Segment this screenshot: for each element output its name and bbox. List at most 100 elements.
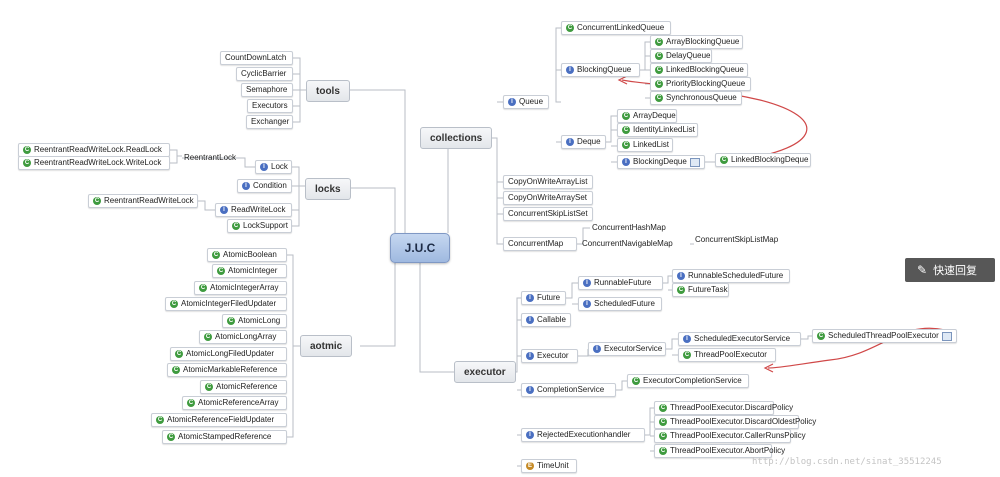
collections-concurrent-map[interactable]: ConcurrentMap xyxy=(503,237,577,251)
node-label: AtomicReference xyxy=(216,382,278,391)
interface-icon: I xyxy=(583,279,591,287)
expand-icon[interactable] xyxy=(941,331,952,341)
center-node-juc[interactable]: J.U.C xyxy=(390,233,450,263)
hub-collections[interactable]: collections xyxy=(420,127,493,149)
locks-reentrant-lock[interactable]: ReentrantLock xyxy=(182,151,238,165)
expand-icon[interactable] xyxy=(689,157,700,167)
class-icon: C xyxy=(187,399,195,407)
interface-icon: I xyxy=(526,294,534,302)
node-label: ConcurrentHashMap xyxy=(592,223,666,232)
interface-icon: I xyxy=(526,352,534,360)
node-label: Condition xyxy=(253,181,287,190)
tools-node[interactable]: Exchanger xyxy=(246,115,293,129)
hub-tools[interactable]: tools xyxy=(306,80,350,102)
collections-copy-on-write-array-list[interactable]: CopyOnWriteArrayList xyxy=(503,175,593,189)
collections-concurrent-skip-list-map[interactable]: ConcurrentSkipListMap xyxy=(693,233,780,247)
node-label: Queue xyxy=(519,97,544,106)
node-label: ReentrantReadWriteLock.WriteLock xyxy=(34,158,162,167)
tools-node[interactable]: CountDownLatch xyxy=(220,51,293,65)
pencil-icon: ✎ xyxy=(917,263,928,277)
interface-icon: I xyxy=(242,182,250,190)
node-label: Future xyxy=(537,293,561,302)
class-icon: C xyxy=(677,286,685,294)
class-icon: C xyxy=(172,366,180,374)
hub-aotmic[interactable]: aotmic xyxy=(300,335,353,357)
node-label: CountDownLatch xyxy=(225,53,287,62)
collections-concurrent-navigable-map[interactable]: ConcurrentNavigableMap xyxy=(580,237,675,251)
hub-executor[interactable]: executor xyxy=(454,361,516,383)
class-icon: C xyxy=(655,38,663,46)
collections-concurrent-skip-list-set[interactable]: ConcurrentSkipListSet xyxy=(503,207,593,221)
node-label: AtomicReferenceArray xyxy=(198,398,279,407)
class-icon: C xyxy=(212,251,220,259)
quick-reply-button[interactable]: ✎ 快速回复 xyxy=(905,258,995,282)
tools-node[interactable]: CyclicBarrier xyxy=(236,67,293,81)
class-icon: C xyxy=(817,332,825,340)
class-icon: C xyxy=(659,404,667,412)
node-label: AtomicLongArray xyxy=(215,332,277,341)
hub-locks[interactable]: locks xyxy=(305,178,351,200)
node-label: AtomicIntegerArray xyxy=(210,283,279,292)
class-icon: C xyxy=(655,80,663,88)
node-label: ArrayBlockingQueue xyxy=(666,37,740,46)
tools-node[interactable]: Executors xyxy=(247,99,293,113)
collections-concurrent-hash-map[interactable]: ConcurrentHashMap xyxy=(590,221,668,235)
class-icon: C xyxy=(566,24,574,32)
collections-copy-on-write-array-set[interactable]: CopyOnWriteArraySet xyxy=(503,191,593,205)
interface-icon: I xyxy=(260,163,268,171)
tools-node[interactable]: Semaphore xyxy=(241,83,293,97)
